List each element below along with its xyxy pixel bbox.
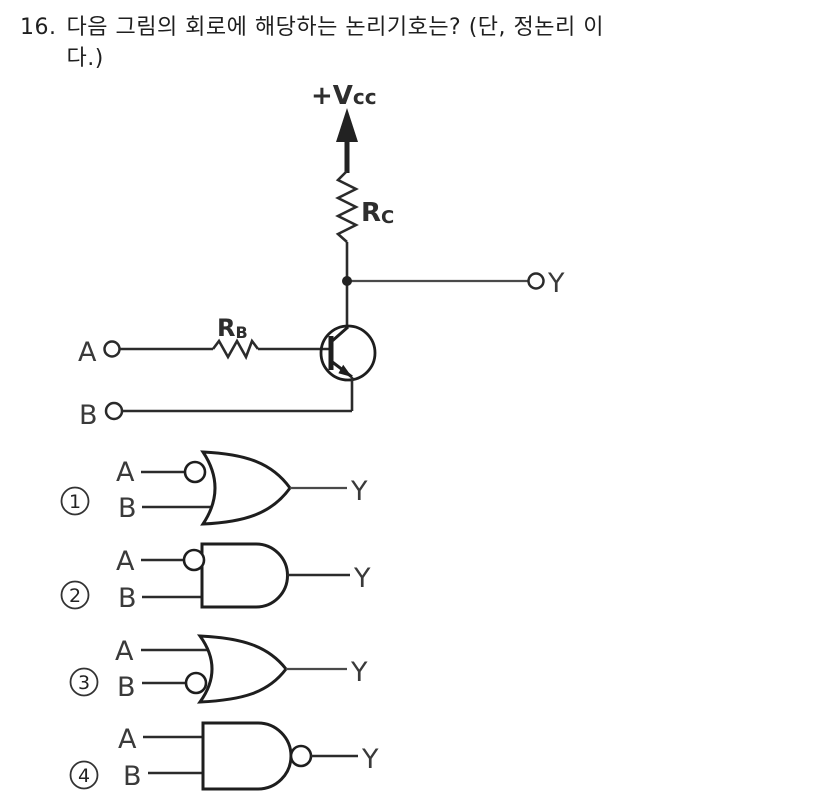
transistor-collector (330, 325, 349, 344)
nand-gate (201, 721, 293, 791)
choice-3[interactable]: 3 A B Y (69, 634, 369, 704)
input-b-terminal (104, 401, 124, 421)
circuit-input-a-label: A (78, 337, 97, 368)
choice-2-output-label: Y (353, 563, 371, 594)
choice-3-input-b-label: B (117, 672, 136, 703)
question-body: 다음 그림의 회로에 해당하는 논리기호는? (단, 정논리 이 다.) (67, 12, 811, 74)
choice-4-input-b-label: B (123, 761, 142, 792)
rc-label: RC (361, 198, 394, 228)
or-gate-inverted-b (196, 634, 288, 704)
vcc-arrow-icon (336, 108, 358, 173)
node-dot (342, 276, 352, 286)
choice-3-number-circle (69, 667, 99, 697)
choice-1-output-label: Y (350, 476, 368, 507)
choice-1-number-circle (60, 486, 90, 516)
emitter-arrow-icon (338, 364, 352, 377)
question-number: 16. (20, 15, 57, 40)
and-gate-inverted-a (200, 542, 289, 609)
choice-2-input-b-label: B (118, 583, 137, 614)
question-text: 16. 다음 그림의 회로에 해당하는 논리기호는? (단, 정논리 이 다.) (20, 12, 810, 74)
resistor-rc (335, 170, 359, 243)
or-gate-inverted-a (200, 450, 292, 526)
choice-1-number: 1 (69, 491, 81, 513)
rb-label: RB (217, 314, 248, 342)
choice-2-number-circle (60, 580, 90, 610)
question-line-2: 다.) (66, 46, 104, 71)
circuit-output-label: Y (547, 268, 565, 299)
choice-2-number: 2 (69, 585, 81, 607)
choice-4-input-a-label: A (118, 724, 137, 755)
transistor-circuit: +Vcc RC Y A RB (78, 81, 565, 431)
choice-3-output-label: Y (350, 657, 368, 688)
choice-1-input-a-label: A (116, 457, 135, 488)
choice-3-inversion-bubble (184, 671, 208, 695)
output-terminal (527, 272, 545, 290)
choice-1[interactable]: 1 A B Y (60, 450, 369, 526)
choice-2-input-a-label: A (116, 546, 135, 577)
vcc-label: +Vcc (311, 81, 377, 111)
question-line-1: 다음 그림의 회로에 해당하는 논리기호는? (단, 정논리 이 (66, 15, 604, 40)
choice-4-output-bubble (289, 744, 313, 768)
choice-1-inversion-bubble (183, 460, 207, 484)
choice-4[interactable]: 4 A B Y (69, 721, 380, 792)
choice-2[interactable]: 2 A B Y (60, 542, 372, 614)
npn-transistor (319, 324, 377, 382)
input-a-terminal (103, 340, 121, 358)
choice-4-output-label: Y (361, 744, 379, 775)
choice-3-number: 3 (78, 672, 90, 694)
choice-2-inversion-bubble (182, 548, 206, 572)
circuit-input-b-label: B (79, 400, 98, 431)
choice-4-number-circle (69, 760, 99, 790)
choice-4-number: 4 (78, 765, 90, 787)
choice-3-input-a-label: A (115, 636, 134, 667)
choice-1-input-b-label: B (118, 493, 137, 524)
resistor-rb (211, 338, 260, 361)
